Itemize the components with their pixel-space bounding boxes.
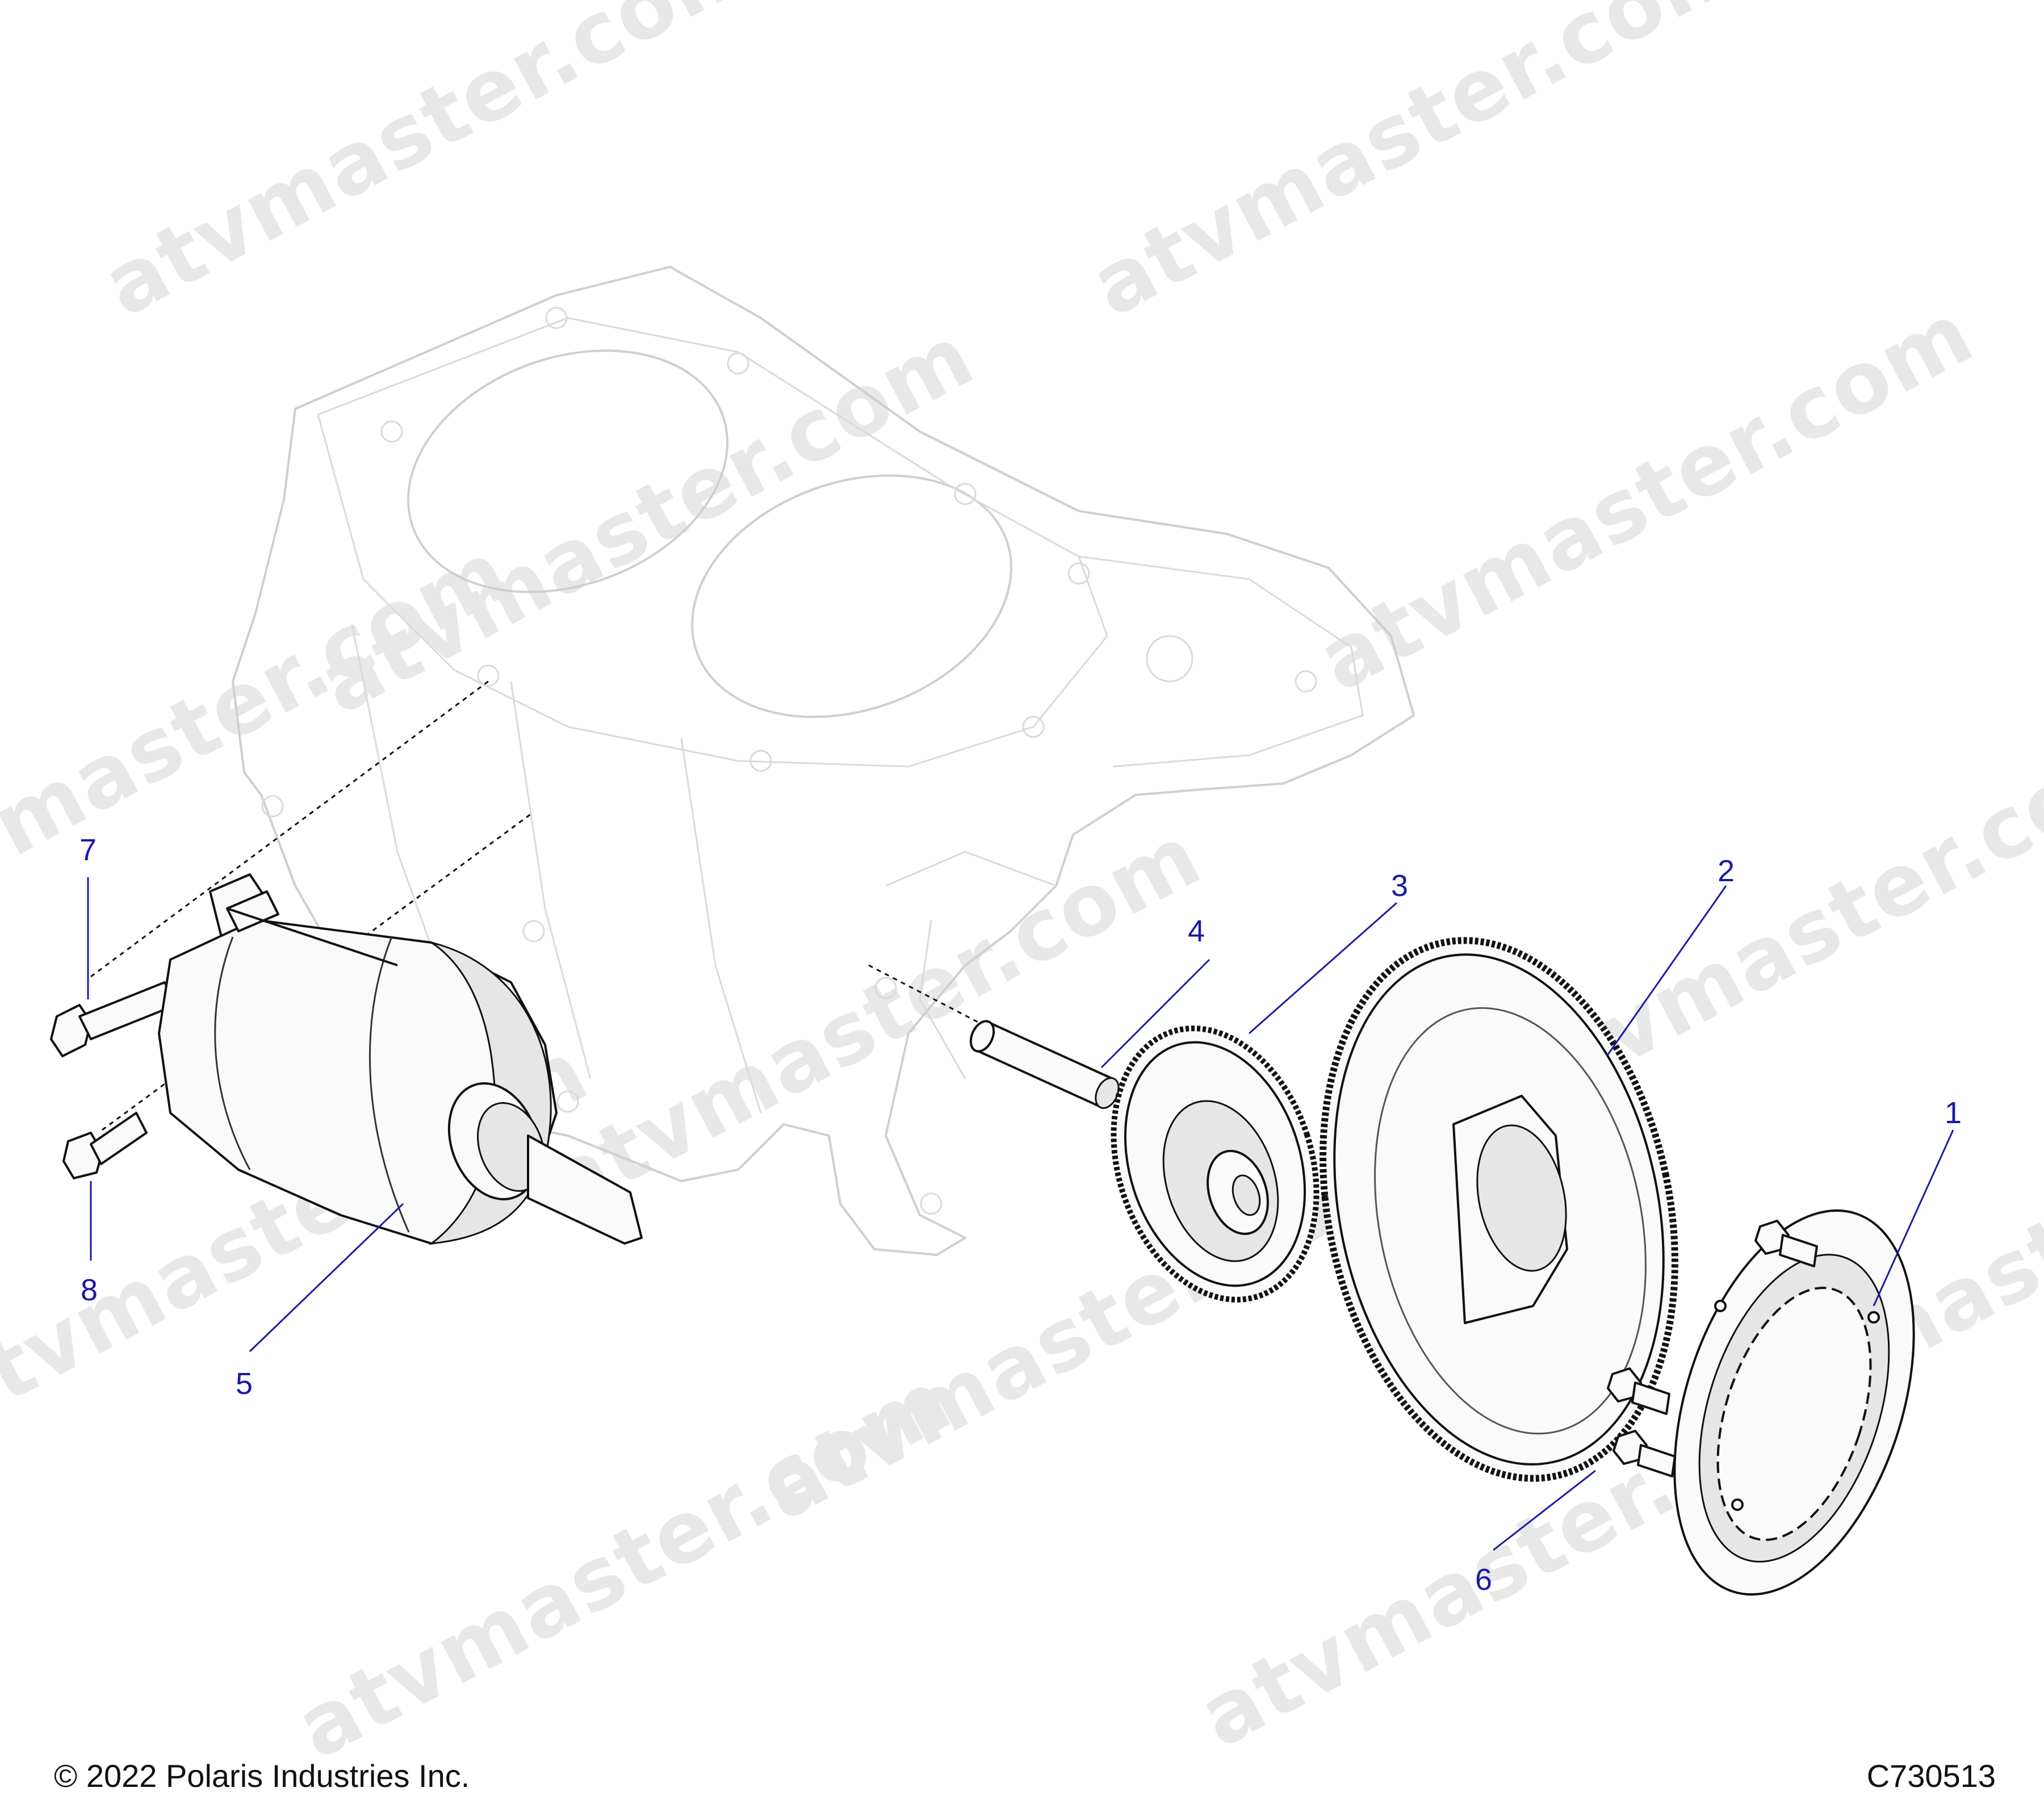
watermark: atvmaster.com	[1303, 284, 1988, 711]
watermark: atvmaster.com	[531, 806, 1216, 1233]
bolt-part-8	[62, 1112, 148, 1179]
copyright-notice: © 2022 Polaris Industries Inc.	[54, 1758, 470, 1794]
watermark: atvmaster.com	[1076, 0, 1761, 336]
idler-gear-part-3	[1111, 1025, 1320, 1303]
bolt-part-7	[50, 981, 177, 1057]
assembly-lines	[90, 680, 1011, 1131]
clutch-bolts-part-6	[1607, 1220, 1818, 1477]
callout-6: 6	[1475, 1563, 1492, 1597]
figure-id: C730513	[1866, 1758, 1996, 1794]
callout-1: 1	[1945, 1096, 1962, 1130]
callout-3: 3	[1391, 869, 1408, 903]
callout-5: 5	[236, 1367, 253, 1401]
watermark: atvmaster.com	[281, 1351, 966, 1778]
callout-8: 8	[81, 1273, 98, 1307]
watermark: atvmaster.com	[88, 0, 773, 336]
one-way-clutch-part-1	[1673, 1209, 1915, 1596]
callout-7: 7	[79, 833, 97, 867]
starter-gear-part-2	[1320, 937, 1678, 1482]
pin-part-4	[969, 1020, 1120, 1109]
callout-4: 4	[1188, 914, 1205, 948]
callouts: 1 2 3 4 5 6 7 8	[79, 833, 1962, 1597]
callout-2: 2	[1718, 854, 1735, 888]
leader-lines	[87, 877, 1954, 1551]
starter-motor-part-5	[158, 873, 643, 1245]
